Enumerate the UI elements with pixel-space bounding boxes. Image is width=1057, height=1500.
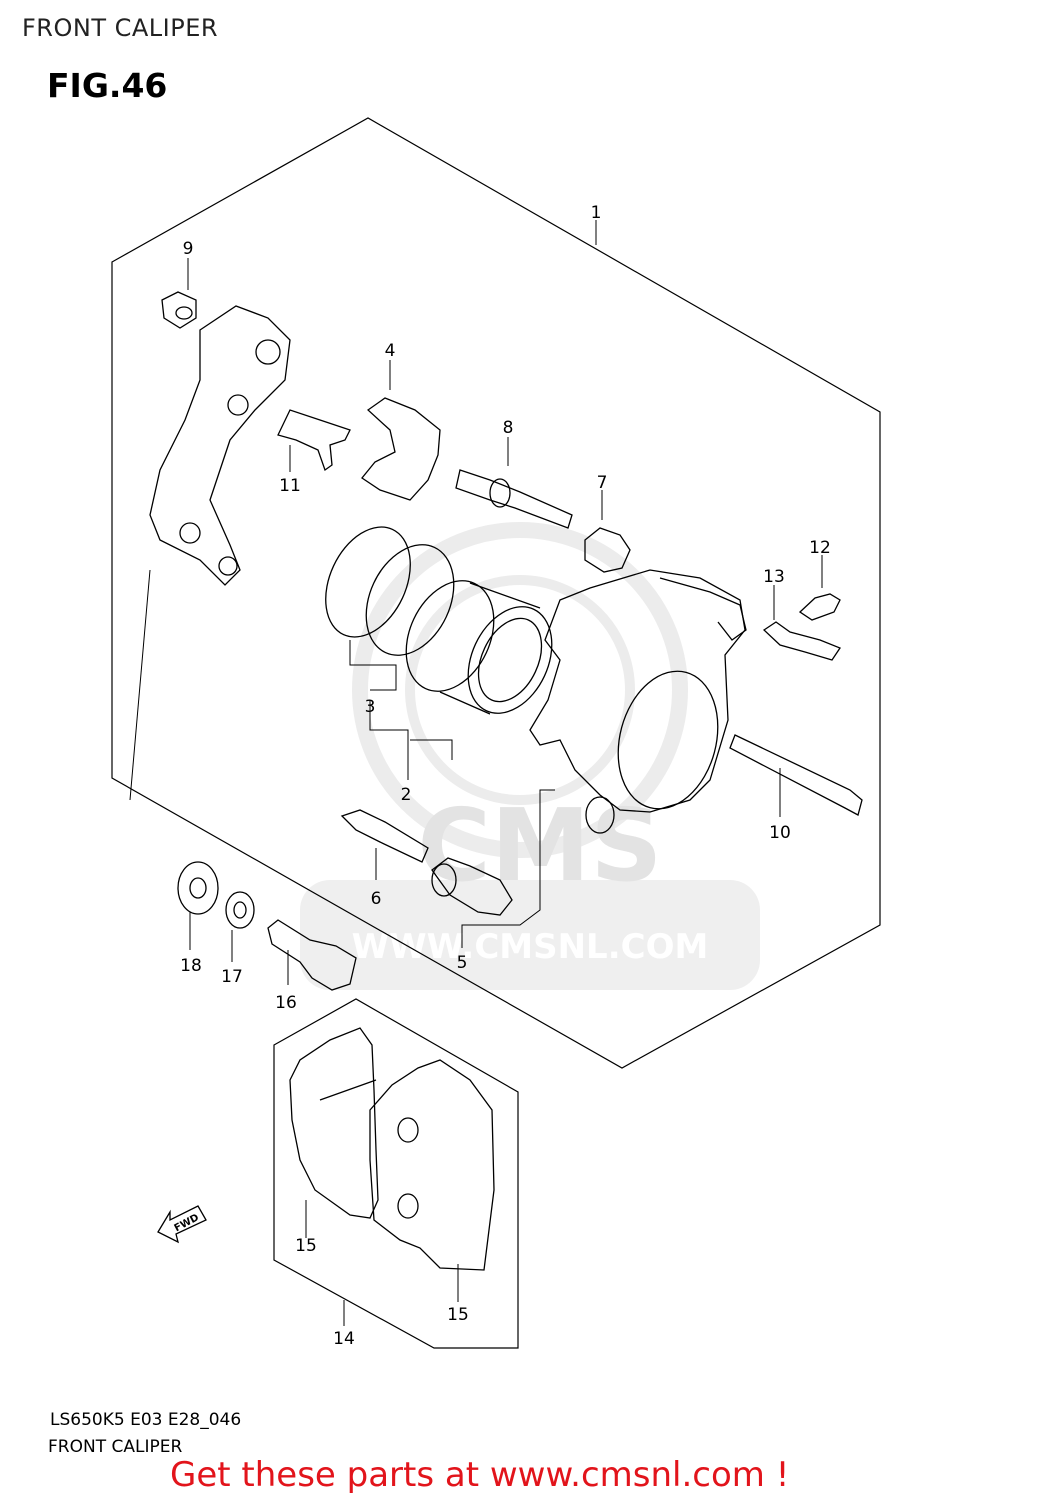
bleeder-valve-12 [798,593,841,621]
callout-9: 9 [183,239,194,259]
callout-2: 2 [401,785,412,805]
piston-seal-3a [325,526,411,638]
watermark-url: WWW.CMSNL.COM [352,927,709,967]
bolt-16 [267,919,357,991]
promo-link[interactable]: Get these parts at www.cmsnl.com ! [170,1455,790,1495]
forward-direction-arrow: FWD [157,1205,207,1244]
callout-15a: 15 [295,1236,317,1256]
callout-6: 6 [371,889,382,909]
pad-spring-11 [277,409,351,472]
callout-1: 1 [591,203,602,223]
callout-8: 8 [503,418,514,438]
callout-numbers: 1 2 3 4 5 6 7 8 9 10 11 12 13 14 15 15 1… [180,203,831,1349]
callout-18: 18 [180,956,202,976]
callout-3: 3 [365,697,376,717]
caliper-bracket [149,305,291,586]
pad-spring-4 [361,397,441,501]
figure-label: FIG.46 [47,66,168,105]
nut-9 [161,291,197,329]
callout-4: 4 [385,341,396,361]
piston-2 [405,580,553,715]
part-drawings [149,291,863,1271]
callout-17: 17 [221,967,243,987]
footer-title: FRONT CALIPER [48,1437,183,1457]
callout-11: 11 [279,476,301,496]
bleeder-cap-13 [762,621,841,661]
boot-5 [431,857,513,916]
caliper-assembly-boundary [111,117,881,1069]
cms-watermark: CMS WWW.CMSNL.COM [300,522,760,990]
callout-14: 14 [333,1329,355,1349]
caliper-body [529,569,747,834]
callout-16: 16 [275,993,297,1013]
washer-18 [177,861,219,915]
slide-pin-8 [455,469,573,529]
slide-pin-6 [340,809,429,863]
brake-pad-15a [289,1027,379,1219]
model-code: LS650K5 E03 E28_046 [50,1410,242,1430]
callout-10: 10 [769,823,791,843]
piston-seal-3b [365,544,455,656]
leader-lines [129,220,823,1326]
callout-7: 7 [597,473,608,493]
callout-13: 13 [763,567,785,587]
boot-7 [584,527,631,573]
callout-5: 5 [457,953,468,973]
page-title: FRONT CALIPER [22,14,219,42]
washer-17 [225,891,255,929]
callout-15b: 15 [447,1305,469,1325]
pad-pin-10 [729,734,863,816]
callout-12: 12 [809,538,831,558]
pad-set-boundary [273,998,519,1349]
brake-pad-15b [369,1059,495,1271]
